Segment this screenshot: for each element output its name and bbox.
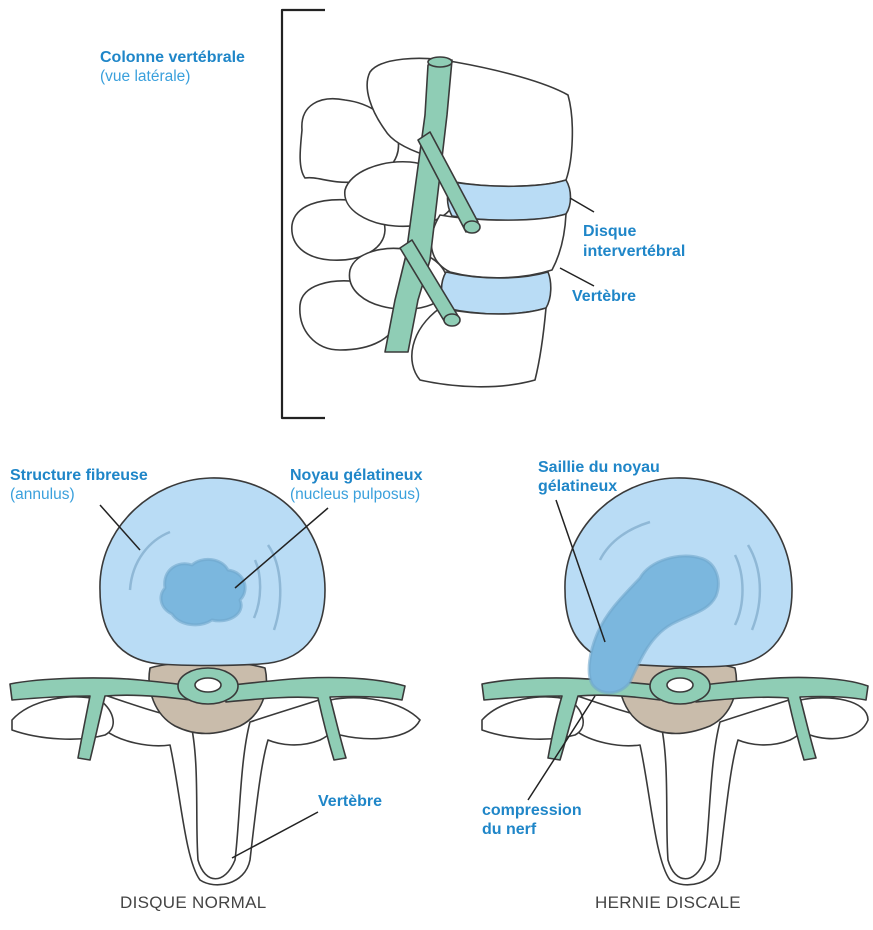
hernia-spinal-cord-center	[667, 678, 693, 692]
vertebra-top-label: Vertèbre	[572, 287, 636, 306]
hernia-caption: HERNIE DISCALE	[595, 893, 741, 913]
disc-leader-line	[570, 198, 594, 212]
disc-label-line2: intervertébral	[583, 242, 685, 261]
protrusion-label-line2: gélatineux	[538, 477, 617, 496]
spinal-cord-top-cap	[428, 57, 452, 67]
nucleus-label: Noyau gélatineux	[290, 466, 422, 485]
nucleus-sublabel: (nucleus pulposus)	[290, 485, 420, 504]
annulus-label: Structure fibreuse	[10, 466, 148, 485]
nerve-root-lower-tip	[444, 314, 460, 326]
vertebra-bottom-label: Vertèbre	[318, 792, 382, 811]
vertebra-top-leader-line	[560, 268, 594, 286]
vertebra-body-middle	[431, 214, 566, 278]
normal-disc-illustration	[10, 478, 420, 885]
annulus-sublabel: (annulus)	[10, 485, 75, 504]
lateral-spine-illustration	[282, 10, 594, 418]
compression-label-line1: compression	[482, 801, 582, 820]
vertebra-body-lower	[412, 308, 546, 387]
normal-disc-caption: DISQUE NORMAL	[120, 893, 267, 913]
herniated-disc-illustration	[482, 478, 868, 885]
disc-lower	[442, 272, 551, 314]
protrusion-label-line1: Saillie du noyau	[538, 458, 660, 477]
spine-subtitle: (vue latérale)	[100, 67, 190, 86]
disc-label-line1: Disque	[583, 222, 636, 241]
nerve-root-upper-tip	[464, 221, 480, 233]
compression-label-line2: du nerf	[482, 820, 536, 839]
spine-title: Colonne vertébrale	[100, 48, 245, 67]
normal-spinal-cord-center	[195, 678, 221, 692]
